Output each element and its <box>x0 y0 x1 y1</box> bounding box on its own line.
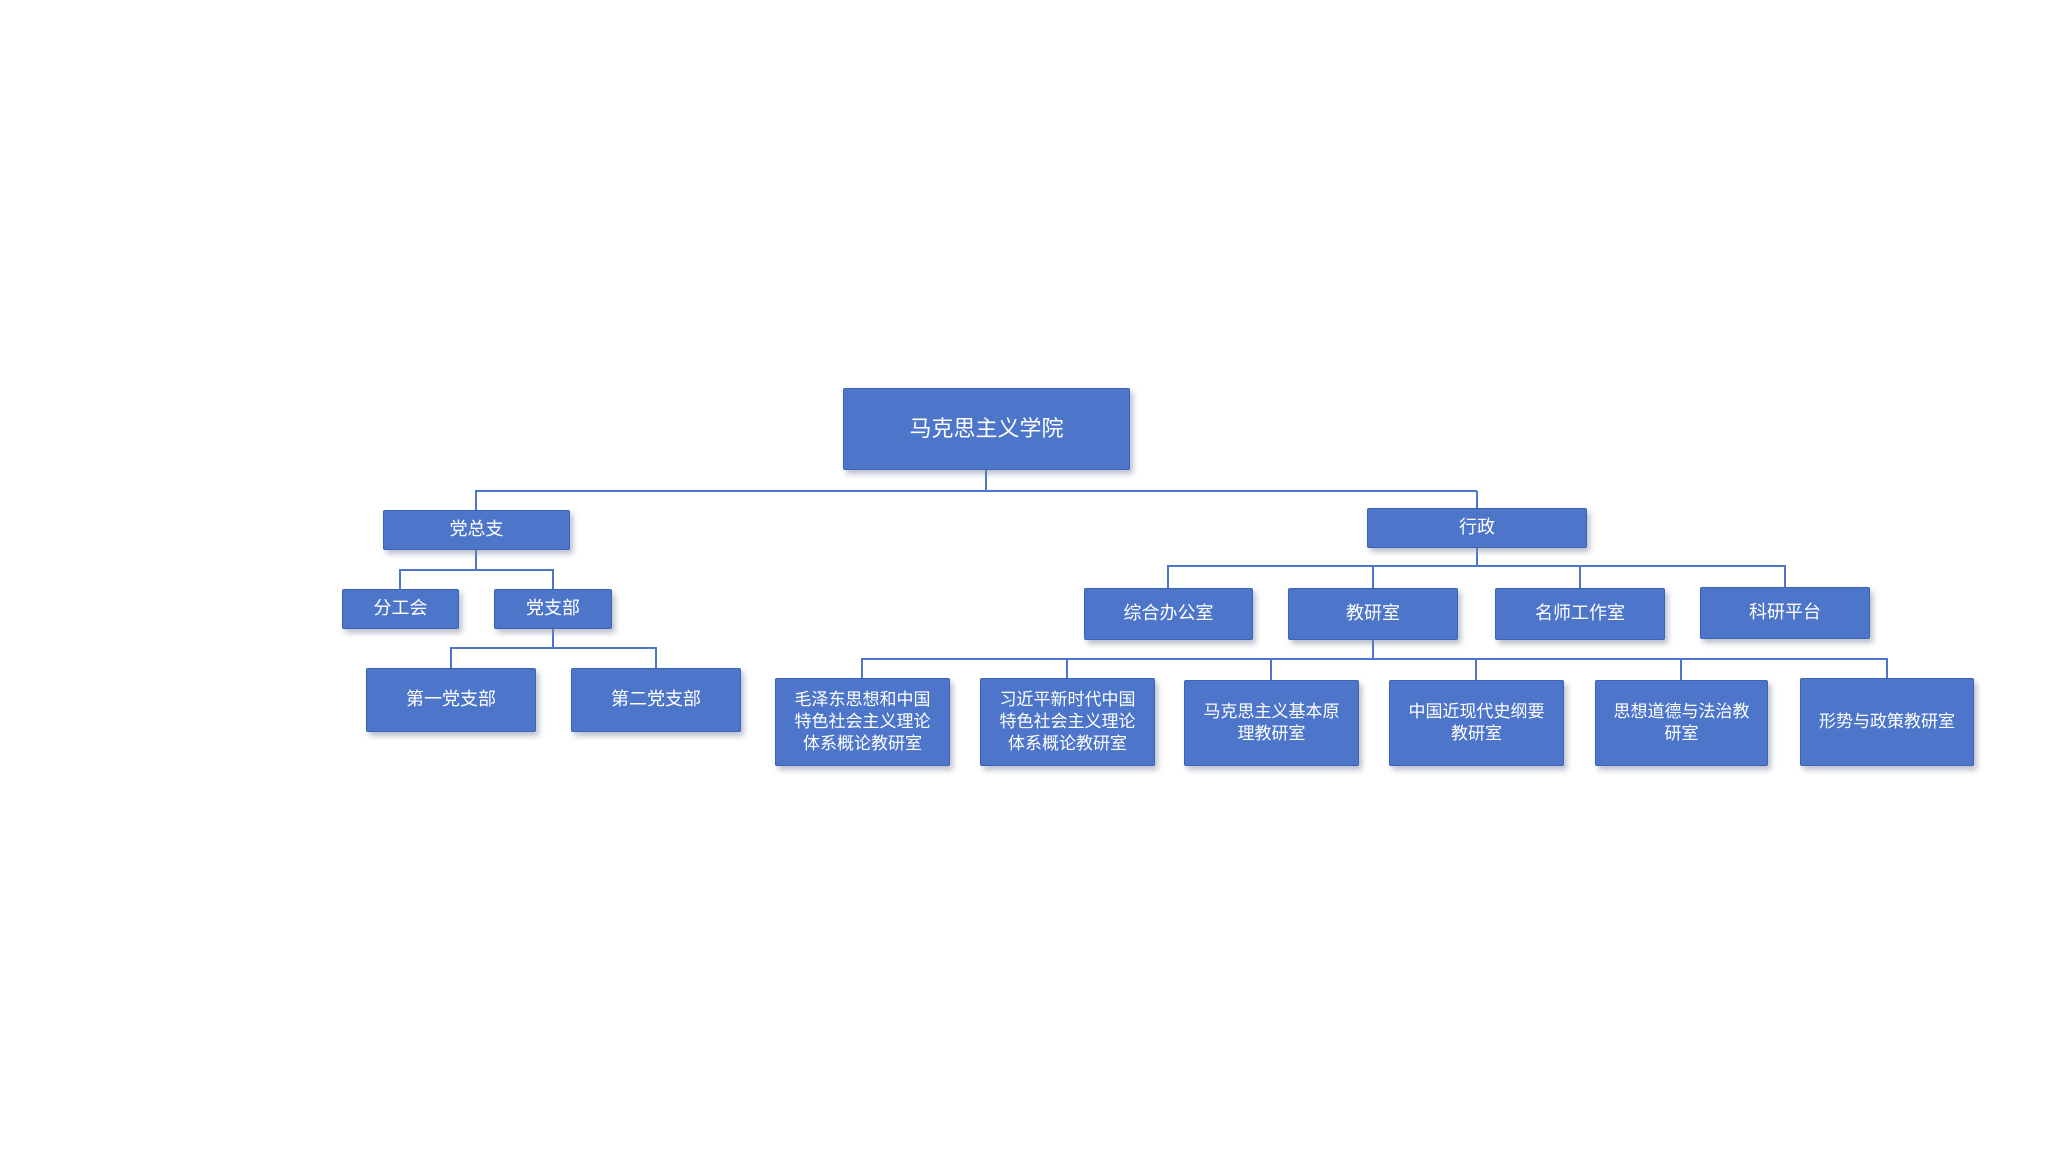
connector-line <box>861 659 863 679</box>
connector-line <box>985 470 987 492</box>
org-node-xi-era-office: 习近平新时代中国特色社会主义理论体系概论教研室 <box>980 678 1155 766</box>
connector-line <box>1167 566 1169 588</box>
connector-line <box>399 569 554 571</box>
org-node-first-party-branch: 第一党支部 <box>366 668 536 732</box>
connector-line <box>1372 566 1374 588</box>
connector-line <box>475 491 477 511</box>
connector-line <box>861 658 1888 660</box>
connector-line <box>450 648 452 669</box>
org-node-second-party-branch: 第二党支部 <box>571 668 741 732</box>
connector-line <box>1066 659 1068 679</box>
connector-line <box>450 647 657 649</box>
connector-line <box>475 550 477 571</box>
org-node-mao-thought-office: 毛泽东思想和中国特色社会主义理论体系概论教研室 <box>775 678 950 766</box>
connector-line <box>1167 565 1786 567</box>
connector-line <box>1270 659 1272 681</box>
org-node-situation-policy-office: 形势与政策教研室 <box>1800 678 1974 766</box>
connector-line <box>475 490 1477 492</box>
connector-line <box>552 570 554 590</box>
org-node-party-branch: 党支部 <box>494 589 612 629</box>
connector-line <box>1784 566 1786 587</box>
connector-line <box>1886 659 1888 679</box>
org-node-trade-union: 分工会 <box>342 589 459 629</box>
org-node-root: 马克思主义学院 <box>843 388 1130 470</box>
connector-line <box>1372 640 1374 660</box>
connector-line <box>1579 566 1581 588</box>
org-node-research-platform: 科研平台 <box>1700 587 1870 639</box>
connector-line <box>552 629 554 649</box>
connector-line <box>1476 491 1478 509</box>
connector-line <box>399 570 401 590</box>
org-node-teaching-research-office: 教研室 <box>1288 588 1458 640</box>
org-node-morality-law-office: 思想道德与法治教研室 <box>1595 680 1768 766</box>
connector-line <box>1476 548 1478 567</box>
org-node-party-general-branch: 党总支 <box>383 510 570 550</box>
org-node-general-office: 综合办公室 <box>1084 588 1253 640</box>
org-node-administration: 行政 <box>1367 508 1587 548</box>
connector-line <box>1680 659 1682 681</box>
connector-line <box>655 648 657 669</box>
org-node-modern-history-office: 中国近现代史纲要教研室 <box>1389 680 1564 766</box>
org-node-marxism-principles-office: 马克思主义基本原理教研室 <box>1184 680 1359 766</box>
org-node-master-teacher-studio: 名师工作室 <box>1495 588 1665 640</box>
connector-line <box>1475 659 1477 681</box>
